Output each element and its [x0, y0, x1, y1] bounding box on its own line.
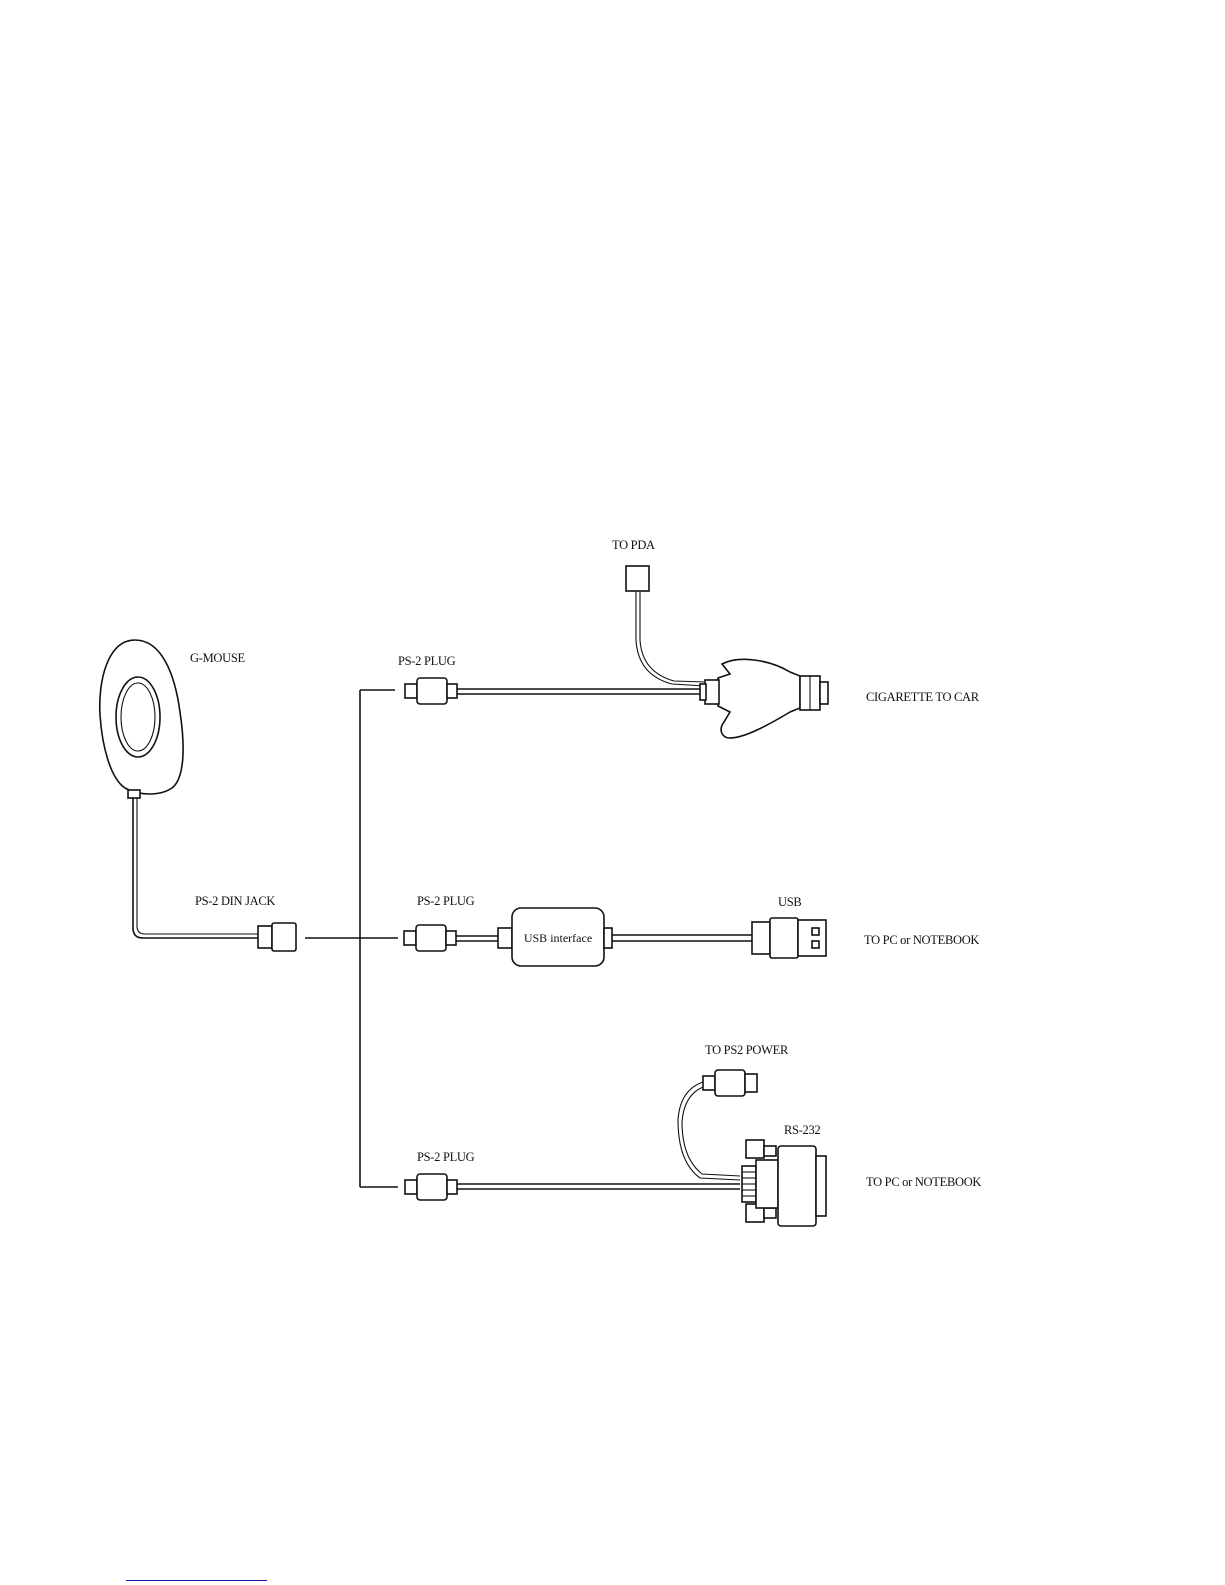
ps2-plug-bottom-label: PS-2 PLUG	[417, 1150, 475, 1164]
g-mouse-cable	[133, 798, 258, 938]
cigarette-to-car-label: CIGARETTE TO CAR	[866, 690, 980, 704]
rs232-label: RS-232	[784, 1123, 820, 1137]
ps2-jack-icon	[258, 923, 296, 951]
usb-plug-icon	[752, 918, 826, 958]
to-pda-label: TO PDA	[612, 538, 655, 552]
g-mouse-icon	[100, 640, 183, 798]
ps2-plug-icon	[405, 1174, 457, 1200]
to-ps2-power-label: TO PS2 POWER	[705, 1043, 789, 1057]
usb-interface-label: USB interface	[524, 931, 592, 945]
ps2-plug-mid-label: PS-2 PLUG	[417, 894, 475, 908]
g-mouse-label: G-MOUSE	[190, 651, 246, 665]
ps2-power-connector-icon	[703, 1070, 757, 1096]
cigarette-adapter-icon	[700, 659, 828, 738]
footer-link-underline	[126, 1580, 267, 1581]
ps2-plug-top-label: PS-2 PLUG	[398, 654, 456, 668]
to-pc-notebook-mid-label: TO PC or NOTEBOOK	[864, 933, 979, 947]
usb-label: USB	[778, 895, 801, 909]
ps2-din-jack-label: PS-2 DIN JACK	[195, 894, 275, 908]
db9-connector-icon	[742, 1140, 826, 1226]
to-pc-notebook-bottom-label: TO PC or NOTEBOOK	[866, 1175, 981, 1189]
ps2-plug-icon	[405, 678, 457, 704]
pda-connector-icon	[626, 566, 649, 591]
ps2-plug-icon	[404, 925, 456, 951]
